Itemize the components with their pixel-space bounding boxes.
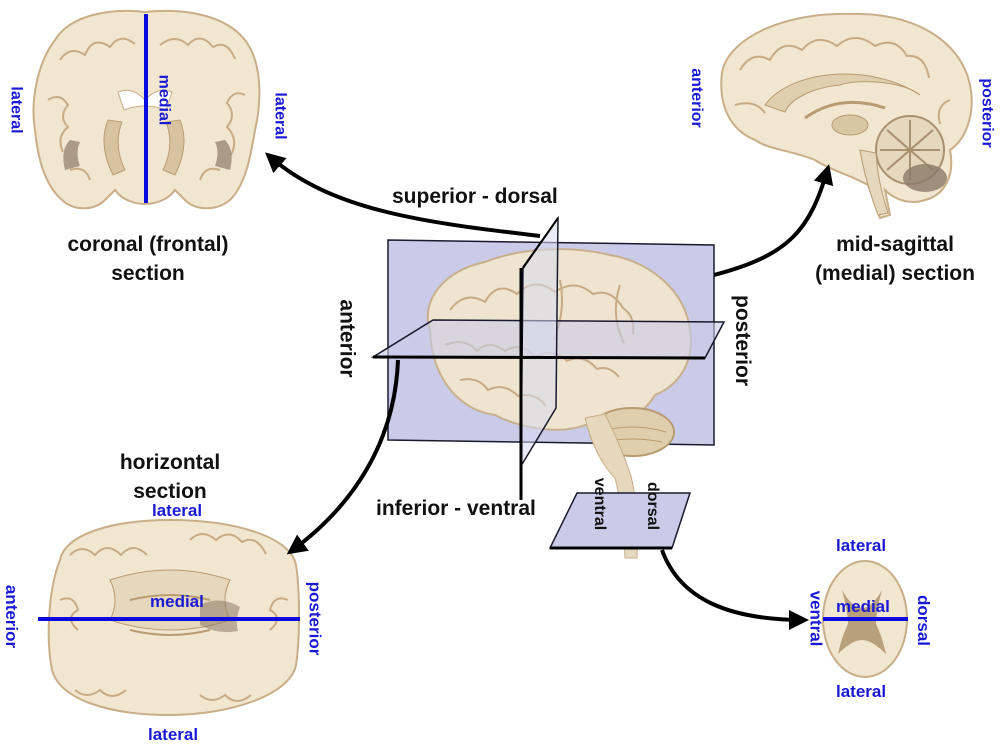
arrow-to-cord bbox=[660, 549, 809, 630]
coronal-caption: coronal (frontal) section bbox=[48, 230, 248, 289]
superior-dorsal-label: superior - dorsal bbox=[392, 185, 558, 208]
coronal-caption-line2: section bbox=[111, 262, 185, 286]
cord-lateral-top-label: lateral bbox=[836, 536, 887, 555]
horizontal-section-image bbox=[38, 518, 300, 717]
cord-dorsal-label: dorsal bbox=[914, 594, 934, 647]
coronal-lateral-right-label: lateral bbox=[271, 92, 289, 140]
coronal-caption-line1: coronal (frontal) bbox=[67, 233, 229, 256]
horizontal-anterior-label: anterior bbox=[2, 584, 22, 649]
cord-medial-label: medial bbox=[836, 597, 890, 616]
sagittal-section-image bbox=[720, 12, 973, 220]
coronal-medial-label: medial bbox=[155, 74, 173, 126]
horizontal-medial-label: medial bbox=[150, 592, 204, 611]
coronal-lateral-left-label: lateral bbox=[7, 86, 25, 134]
sagittal-caption-line2: (medial) section bbox=[815, 262, 975, 286]
center-posterior-label: posterior bbox=[731, 294, 755, 387]
horizontal-posterior-label: posterior bbox=[305, 581, 325, 656]
sagittal-posterior-label: posterior bbox=[978, 78, 996, 148]
center-anterior-label: anterior bbox=[335, 299, 359, 378]
sagittal-anterior-label: anterior bbox=[687, 68, 705, 128]
cord-plane-ventral-label: ventral bbox=[591, 477, 609, 531]
arrow-to-horizontal bbox=[286, 359, 400, 555]
cord-ventral-label: ventral bbox=[806, 590, 826, 647]
sagittal-caption-line1: mid-sagittal bbox=[836, 233, 954, 256]
cord-lateral-bottom-label: lateral bbox=[836, 682, 887, 701]
horizontal-caption: horizontal section bbox=[70, 448, 270, 507]
horizontal-caption-line2: section bbox=[133, 480, 207, 504]
coronal-section-image bbox=[32, 9, 261, 210]
inferior-ventral-label: inferior - ventral bbox=[376, 497, 536, 520]
horizontal-lateral-top-label: lateral bbox=[152, 501, 203, 520]
horizontal-caption-line1: horizontal bbox=[119, 451, 221, 474]
horizontal-lateral-bottom-label: lateral bbox=[148, 725, 199, 744]
arrow-to-coronal bbox=[265, 152, 541, 238]
central-brain-image bbox=[370, 215, 726, 559]
cord-plane-dorsal-label: dorsal bbox=[644, 481, 662, 531]
sagittal-caption: mid-sagittal (medial) section bbox=[795, 230, 995, 289]
cord-section-image bbox=[822, 560, 908, 678]
arrow-to-sagittal bbox=[713, 164, 834, 277]
